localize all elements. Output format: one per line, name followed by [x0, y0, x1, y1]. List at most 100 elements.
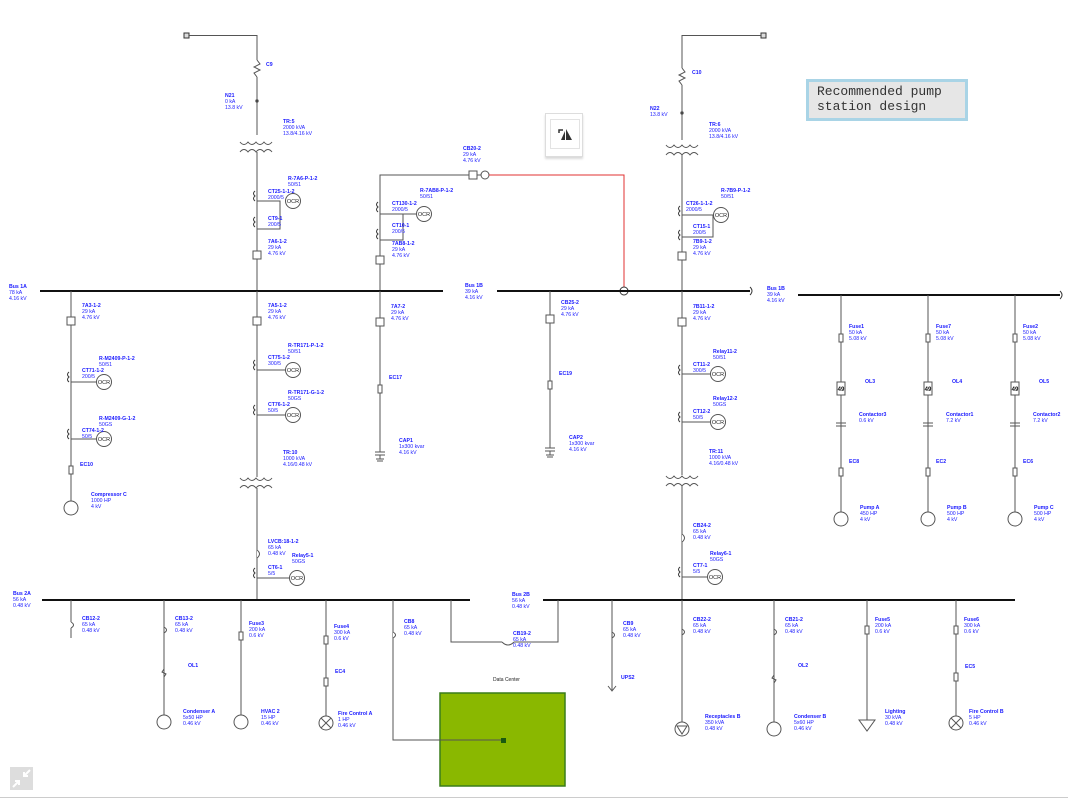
- breaker-7b11[interactable]: [677, 317, 687, 327]
- motor-icon[interactable]: [833, 511, 849, 527]
- fuse-icon[interactable]: [1012, 333, 1018, 343]
- ct6-icon[interactable]: [253, 567, 256, 579]
- design-note-line1: Recommended pump: [817, 84, 942, 99]
- motor-icon[interactable]: [1007, 511, 1023, 527]
- overload-relay-49-icon[interactable]: [1010, 381, 1020, 396]
- cable-icon[interactable]: [925, 467, 931, 477]
- tie-line-energized[interactable]: [489, 174, 625, 291]
- breaker-7a3[interactable]: [66, 316, 76, 326]
- cable-ec5-label: EC5: [965, 664, 975, 670]
- cable-ec4[interactable]: [323, 677, 329, 687]
- switch-c10-icon[interactable]: [677, 67, 687, 86]
- breaker-7a5[interactable]: [252, 316, 262, 326]
- load-lighting[interactable]: [858, 719, 876, 732]
- ocr-relay-7b9[interactable]: [713, 207, 729, 223]
- shrink-view-button[interactable]: [10, 767, 33, 790]
- ocr-relay5[interactable]: [289, 570, 305, 586]
- ct76-icon[interactable]: [253, 404, 256, 416]
- ocr-relay-7ab8[interactable]: [416, 206, 432, 222]
- cable-icon[interactable]: [838, 467, 844, 477]
- ct26-icon[interactable]: [678, 205, 681, 217]
- transformer-tr10-secondary-icon[interactable]: [239, 485, 273, 489]
- breaker-cb8-icon[interactable]: [392, 631, 396, 639]
- transformer-tr10-primary-icon[interactable]: [239, 477, 273, 481]
- cable-ec5[interactable]: [953, 672, 959, 682]
- ct71-icon[interactable]: [67, 371, 70, 383]
- node-n21[interactable]: [255, 99, 259, 103]
- motor-condenser-a[interactable]: [156, 714, 172, 730]
- overload-ol1-icon[interactable]: [161, 668, 167, 678]
- design-note-box[interactable]: Recommended pump station design: [806, 79, 968, 121]
- cable-ec19[interactable]: [547, 380, 553, 390]
- overload-relay-49-icon[interactable]: [836, 381, 846, 396]
- ct130-icon[interactable]: [376, 201, 379, 213]
- transformer-tr5-secondary-icon[interactable]: [239, 149, 273, 153]
- switch-c9-icon[interactable]: [252, 59, 262, 78]
- overload-ol2-icon[interactable]: [771, 674, 777, 684]
- fuse6-icon[interactable]: [953, 625, 959, 635]
- pump-feeder-3: [1007, 295, 1023, 527]
- fuse4-icon[interactable]: [323, 635, 329, 645]
- ct9-icon[interactable]: [253, 216, 256, 228]
- transformer-tr11-primary-icon[interactable]: [665, 475, 699, 479]
- breaker-cb21-icon[interactable]: [773, 628, 777, 636]
- ct7-icon[interactable]: [678, 566, 681, 578]
- ocr-text: OCR: [709, 575, 721, 581]
- fuse5-icon[interactable]: [864, 625, 870, 635]
- transformer-tr11-secondary-icon[interactable]: [665, 483, 699, 487]
- ct15-icon[interactable]: [678, 229, 681, 241]
- ct74-icon[interactable]: [67, 428, 70, 440]
- flip-button[interactable]: [545, 113, 583, 157]
- breaker-7a7[interactable]: [375, 317, 385, 327]
- ocr-relay-m2409-p[interactable]: [96, 374, 112, 390]
- motor-condenser-b[interactable]: [766, 721, 782, 737]
- node-n22[interactable]: [680, 111, 684, 115]
- breaker-cb9-icon[interactable]: [611, 631, 615, 639]
- breaker-cb22-icon[interactable]: [681, 628, 685, 636]
- utility-terminal-left[interactable]: [183, 32, 190, 39]
- breaker-7b9[interactable]: [677, 251, 687, 261]
- motor-icon[interactable]: [920, 511, 936, 527]
- motor-hvac-2[interactable]: [233, 714, 249, 730]
- overload-relay-49-icon[interactable]: [923, 381, 933, 396]
- cable-ec10[interactable]: [68, 465, 74, 475]
- fuse-icon[interactable]: [838, 333, 844, 343]
- data-center-connection-point[interactable]: [501, 738, 506, 743]
- ocr-relay6[interactable]: [707, 569, 723, 585]
- ocr-relay-7a6[interactable]: [285, 193, 301, 209]
- ups2-arrow-icon[interactable]: [607, 685, 617, 692]
- cable-icon[interactable]: [1012, 467, 1018, 477]
- breaker-7a6[interactable]: [252, 250, 262, 260]
- fuse-icon[interactable]: [925, 333, 931, 343]
- ocr-relay-tr171-p[interactable]: [285, 362, 301, 378]
- breaker-cb20[interactable]: [468, 170, 478, 180]
- breaker-cb19-icon[interactable]: [501, 641, 515, 646]
- ct75-icon[interactable]: [253, 359, 256, 371]
- motor-compressor-c[interactable]: [63, 500, 79, 516]
- ct25-icon[interactable]: [253, 190, 256, 202]
- ct11-icon[interactable]: [678, 364, 681, 376]
- cable-ec17[interactable]: [377, 384, 383, 394]
- ocr-relay-tr171-g[interactable]: [285, 407, 301, 423]
- transformer-tr5-primary-icon[interactable]: [239, 141, 273, 145]
- breaker-7ab8[interactable]: [375, 255, 385, 265]
- fuse3-icon[interactable]: [238, 631, 244, 641]
- breaker-cb13-icon[interactable]: [163, 626, 167, 634]
- breaker-cb24-icon[interactable]: [681, 533, 685, 543]
- draw-out-connector[interactable]: [480, 170, 490, 180]
- transformer-tr6-primary-icon[interactable]: [665, 144, 699, 148]
- ocr-relay-m2409-g[interactable]: [96, 431, 112, 447]
- transformer-tr6-secondary-icon[interactable]: [665, 152, 699, 156]
- ct10-icon[interactable]: [376, 228, 379, 240]
- lvcb-18-icon[interactable]: [256, 549, 260, 559]
- ocr-relay11[interactable]: [710, 366, 726, 382]
- utility-terminal-right[interactable]: [760, 32, 767, 39]
- ct12-icon[interactable]: [678, 411, 681, 423]
- breaker-cb12-icon[interactable]: [70, 621, 74, 629]
- ocr-relay12[interactable]: [710, 414, 726, 430]
- breaker-cb25[interactable]: [545, 314, 555, 324]
